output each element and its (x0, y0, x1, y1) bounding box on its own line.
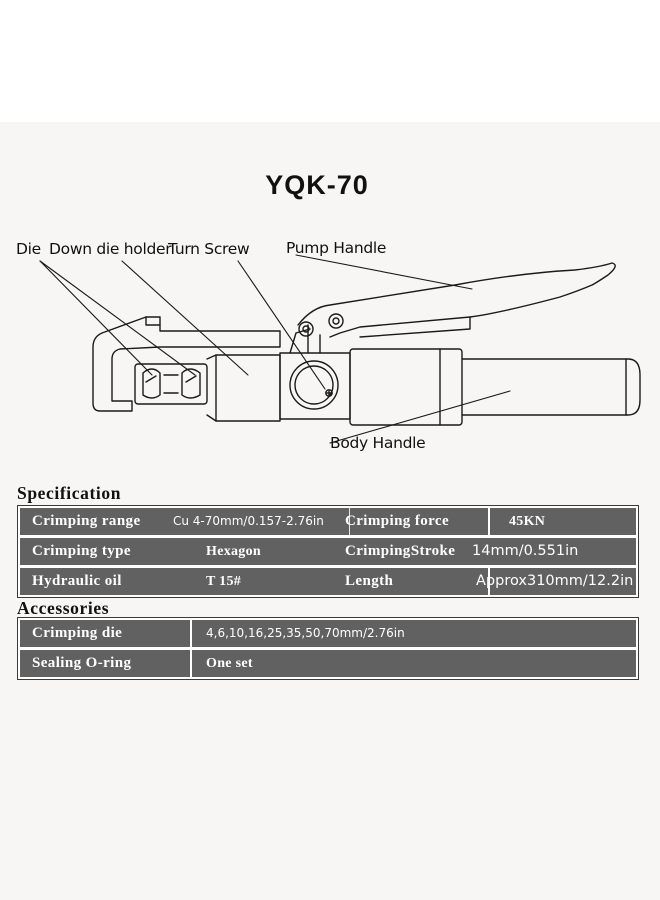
spec-value: T 15# (206, 574, 242, 589)
spec-label: CrimpingStroke (345, 543, 456, 559)
spec-value: 45KN (509, 514, 546, 529)
specification-heading: Specification (17, 483, 122, 503)
down-die-holder (215, 354, 281, 422)
table-row: Hydraulic oil T 15# Length Approx310mm/1… (20, 568, 636, 595)
accessory-label: Sealing O-ring (32, 655, 132, 671)
spec-label: Crimping force (345, 513, 450, 529)
top-margin (0, 0, 660, 122)
table-row: Crimping die 4,6,10,16,25,35,50,70mm/2.7… (20, 620, 636, 647)
crimper-diagram (39, 254, 641, 444)
accessories-table: Crimping die 4,6,10,16,25,35,50,70mm/2.7… (17, 617, 639, 680)
spec-value: Approx310mm/12.2in (476, 573, 634, 589)
specification-table: Crimping range Cu 4-70mm/0.157-2.76in Cr… (17, 505, 639, 598)
callout-turn-screw: Turn Screw (168, 240, 250, 258)
callout-body-handle: Body Handle (330, 434, 426, 452)
die-left (142, 368, 161, 399)
head-frame (92, 316, 281, 412)
callout-pump-handle: Pump Handle (286, 239, 387, 257)
accessory-value: 4,6,10,16,25,35,50,70mm/2.76in (206, 626, 405, 640)
pump-handle (297, 262, 616, 338)
table-row: Crimping type Hexagon CrimpingStroke 14m… (20, 538, 636, 565)
spec-label: Hydraulic oil (32, 573, 122, 589)
model-title: YQK-70 (265, 170, 369, 200)
body-handle (461, 358, 641, 416)
die-block (134, 363, 208, 405)
callout-die: Die (16, 240, 41, 258)
spec-label: Crimping type (32, 543, 131, 559)
accessories-heading: Accessories (17, 598, 110, 618)
spec-value: 14mm/0.551in (472, 543, 579, 559)
spec-value: Cu 4-70mm/0.157-2.76in (173, 514, 324, 528)
body-sleeve (349, 348, 463, 426)
spec-value: Hexagon (206, 544, 261, 559)
accessory-value: One set (206, 656, 253, 671)
accessory-label: Crimping die (32, 625, 123, 641)
table-row: Crimping range Cu 4-70mm/0.157-2.76in Cr… (20, 508, 636, 535)
die-right (181, 368, 201, 399)
spec-label: Length (345, 573, 394, 589)
spec-label: Crimping range (32, 513, 141, 529)
turn-screw (289, 360, 339, 410)
callout-down-die-holder: Down die holder (49, 240, 172, 258)
table-row: Sealing O-ring One set (20, 650, 636, 677)
